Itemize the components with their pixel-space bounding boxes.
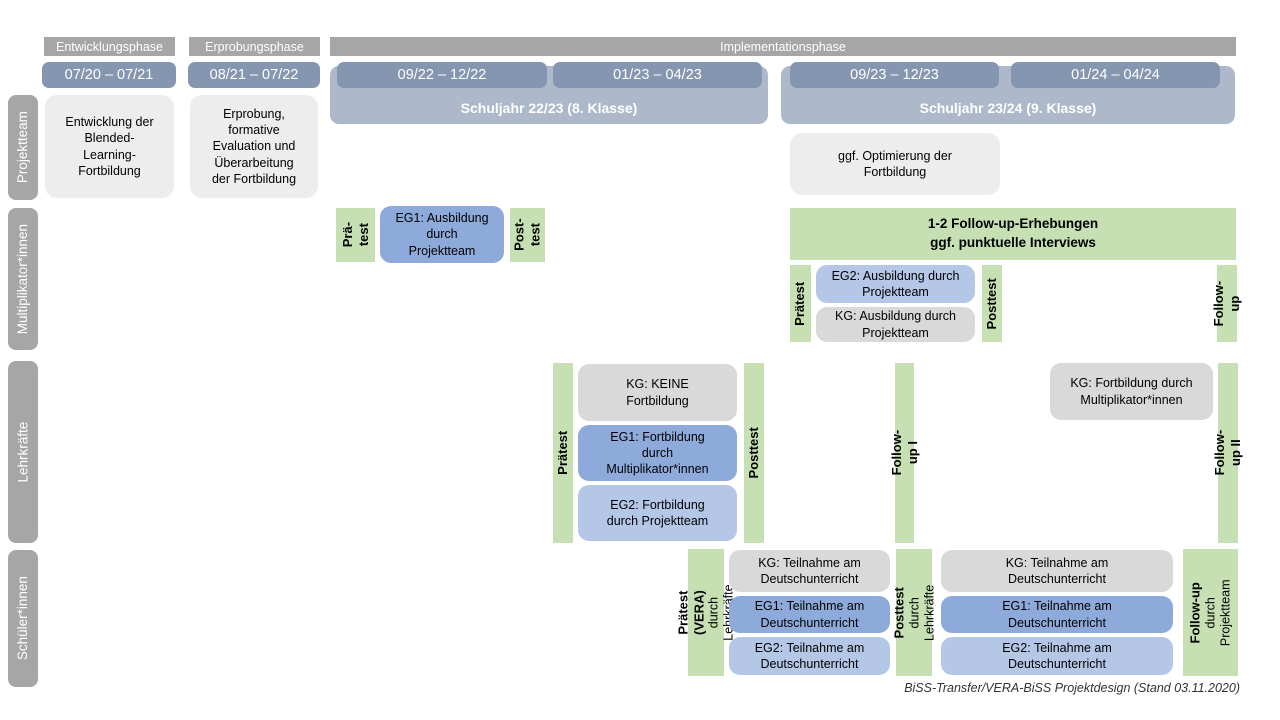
posttest-bar-lehrkraefte: Posttest <box>744 363 764 543</box>
followup-bar-schueler: Follow-up durch Projektteam <box>1183 549 1238 676</box>
box-eg1-ausbildung-projektteam: EG1: Ausbildung durch Projektteam <box>380 206 504 263</box>
row-label-projektteam-text: Projektteam <box>14 111 30 184</box>
praetest-vera-bar-main-text: Prätest (VERA) <box>675 590 706 635</box>
period-bar-09-22: 09/22 – 12/22 <box>337 62 547 88</box>
row-label-lehrkraefte: Lehrkräfte <box>8 361 38 543</box>
row-label-lehrkraefte-text: Lehrkräfte <box>14 421 30 483</box>
praetest-bar-multiplikatoren-2-text: Prätest <box>792 281 808 326</box>
praetest-bar-multiplikatoren-1: Prä- test <box>336 208 375 262</box>
followup-bar-schueler-sub-text: durch Projektteam <box>1203 579 1233 646</box>
row-label-schueler-text: Schüler*innen <box>14 576 30 661</box>
posttest-bar-multiplikatoren-1: Post- test <box>510 208 545 262</box>
box-eg2-teilnahme-deutschunterricht-1: EG2: Teilnahme am Deutschunterricht <box>729 637 890 675</box>
row-label-multiplikatoren-text: Multiplikator*innen <box>14 223 30 335</box>
row-label-projektteam: Projektteam <box>8 95 38 200</box>
posttest-bar-multiplikatoren-2-text: Posttest <box>984 277 1000 330</box>
school-year-label-22-23: Schuljahr 22/23 (8. Klasse) <box>460 100 638 116</box>
box-entwicklung-fortbildung: Entwicklung der Blended- Learning- Fortb… <box>45 95 174 198</box>
box-kg-ausbildung-projektteam: KG: Ausbildung durch Projektteam <box>816 307 975 342</box>
followup-bar-multiplikatoren-text: Follow-up <box>1211 280 1242 327</box>
phase-bar-erprobungsphase: Erprobungsphase <box>189 37 320 56</box>
period-bar-08-21: 08/21 – 07/22 <box>188 62 320 88</box>
box-followup-erhebungen: 1-2 Follow-up-Erhebungen ggf. punktuelle… <box>790 208 1236 260</box>
box-kg-teilnahme-deutschunterricht-1: KG: Teilnahme am Deutschunterricht <box>729 550 890 592</box>
posttest-bar-schueler: Posttest durch Lehrkräfte <box>891 549 936 676</box>
praetest-bar-multiplikatoren-2: Prätest <box>790 265 811 342</box>
box-eg1-teilnahme-deutschunterricht-2: EG1: Teilnahme am Deutschunterricht <box>941 596 1173 633</box>
school-year-label-23-24: Schuljahr 23/24 (9. Klasse) <box>919 100 1097 116</box>
box-eg2-fortbildung-projektteam: EG2: Fortbildung durch Projektteam <box>578 485 737 541</box>
row-label-schueler: Schüler*innen <box>8 550 38 687</box>
followup1-bar-lehrkraefte: Follow-up I <box>889 363 920 543</box>
box-eg2-ausbildung-projektteam: EG2: Ausbildung durch Projektteam <box>816 265 975 303</box>
box-eg1-fortbildung-multiplikatoren: EG1: Fortbildung durch Multiplikator*inn… <box>578 425 737 481</box>
box-erprobung-evaluation: Erprobung, formative Evaluation und Über… <box>190 95 318 198</box>
followup2-bar-lehrkraefte-text: Follow-up II <box>1212 430 1243 476</box>
box-optimierung-fortbildung: ggf. Optimierung der Fortbildung <box>790 133 1000 195</box>
box-kg-fortbildung-multiplikatoren: KG: Fortbildung durch Multiplikator*inne… <box>1050 363 1213 420</box>
period-bar-09-23: 09/23 – 12/23 <box>790 62 999 88</box>
posttest-bar-lehrkraefte-text: Posttest <box>746 427 762 479</box>
box-kg-teilnahme-deutschunterricht-2: KG: Teilnahme am Deutschunterricht <box>941 550 1173 592</box>
posttest-bar-multiplikatoren-2: Posttest <box>982 265 1002 342</box>
phase-bar-entwicklungsphase: Entwicklungsphase <box>44 37 175 56</box>
period-bar-07-20: 07/20 – 07/21 <box>42 62 176 88</box>
posttest-bar-schueler-sub-text: durch Lehrkräfte <box>906 584 936 641</box>
posttest-bar-multiplikatoren-1-text: Post- test <box>511 218 543 252</box>
posttest-bar-schueler-main-text: Posttest <box>891 586 907 639</box>
followup-bar-multiplikatoren: Follow-up <box>1211 265 1242 342</box>
praetest-bar-lehrkraefte: Prätest <box>553 363 573 543</box>
followup1-bar-lehrkraefte-text: Follow-up I <box>888 430 920 476</box>
praetest-bar-multiplikatoren-1-text: Prä- test <box>339 222 371 248</box>
period-bar-01-24: 01/24 – 04/24 <box>1011 62 1220 88</box>
praetest-vera-bar-schueler: Prätest (VERA) durch Lehrkräfte <box>675 549 736 676</box>
period-bar-01-23: 01/23 – 04/23 <box>553 62 762 88</box>
followup-bar-schueler-main-text: Follow-up <box>1187 581 1203 644</box>
phase-bar-implementationsphase: Implementationsphase <box>330 37 1236 56</box>
box-eg1-teilnahme-deutschunterricht-1: EG1: Teilnahme am Deutschunterricht <box>729 596 890 633</box>
box-eg2-teilnahme-deutschunterricht-2: EG2: Teilnahme am Deutschunterricht <box>941 637 1173 675</box>
row-label-multiplikatoren: Multiplikator*innen <box>8 208 38 350</box>
praetest-bar-lehrkraefte-text: Prätest <box>555 430 571 476</box>
footer-caption: BiSS-Transfer/VERA-BiSS Projektdesign (S… <box>904 681 1240 695</box>
box-kg-keine-fortbildung: KG: KEINE Fortbildung <box>578 364 737 421</box>
followup2-bar-lehrkraefte: Follow-up II <box>1212 363 1243 543</box>
